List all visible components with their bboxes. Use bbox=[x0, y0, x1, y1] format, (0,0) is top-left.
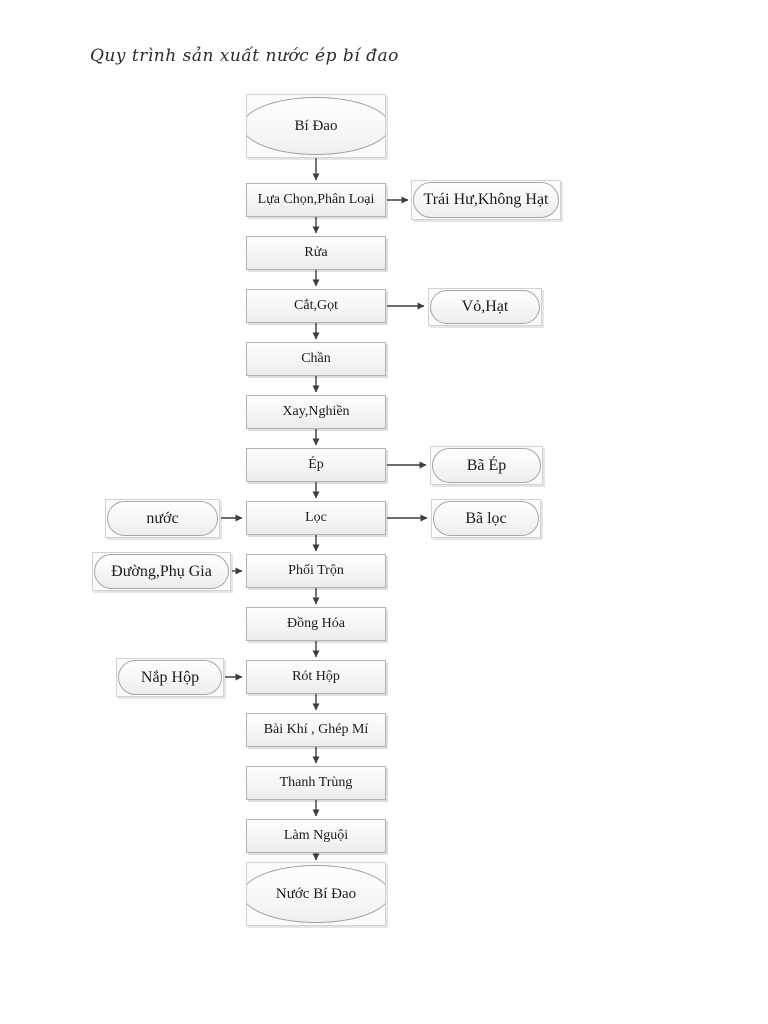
input-nap-hop: Nắp Hộp bbox=[116, 658, 224, 697]
callout-shape: Vỏ,Hạt bbox=[430, 290, 540, 324]
input-nuoc: nước bbox=[105, 499, 220, 538]
step-rot-hop: Rót Hộp bbox=[246, 660, 386, 694]
input-duong-phu-gia: Đường,Phụ Gia bbox=[92, 552, 231, 591]
step-loc: Lọc bbox=[246, 501, 386, 535]
step-bai-khi-ghep-mi: Bài Khí , Ghép Mí bbox=[246, 713, 386, 747]
output-ba-loc: Bã lọc bbox=[431, 499, 541, 538]
callout-shape: nước bbox=[107, 501, 218, 536]
output-trai-hu-khong-hat: Trái Hư,Không Hạt bbox=[411, 180, 561, 220]
start-ellipse: Bí Đao bbox=[247, 97, 385, 155]
end-ellipse: Nước Bí Đao bbox=[247, 865, 385, 923]
step-lam-nguoi: Làm Nguội bbox=[246, 819, 386, 853]
step-chan: Chần bbox=[246, 342, 386, 376]
page-title: Quy trình sản xuất nước ép bí đao bbox=[90, 46, 399, 66]
step-phoi-tron: Phối Trộn bbox=[246, 554, 386, 588]
callout-shape: Trái Hư,Không Hạt bbox=[413, 182, 559, 218]
callout-shape: Bã lọc bbox=[433, 501, 539, 536]
step-thanh-trung: Thanh Trùng bbox=[246, 766, 386, 800]
output-ba-ep: Bã Ép bbox=[430, 446, 543, 485]
step-dong-hoa: Đồng Hóa bbox=[246, 607, 386, 641]
output-vo-hat: Vỏ,Hạt bbox=[428, 288, 542, 326]
step-lua-chon-phan-loai: Lựa Chọn,Phân Loại bbox=[246, 183, 386, 217]
callout-shape: Nắp Hộp bbox=[118, 660, 222, 695]
step-ep: Ép bbox=[246, 448, 386, 482]
step-cat-got: Cắt,Gọt bbox=[246, 289, 386, 323]
step-rua: Rửa bbox=[246, 236, 386, 270]
callout-shape: Đường,Phụ Gia bbox=[94, 554, 229, 589]
node-end-nuoc-bi-dao: Nước Bí Đao bbox=[246, 862, 386, 926]
node-start-bi-dao: Bí Đao bbox=[246, 94, 386, 158]
callout-shape: Bã Ép bbox=[432, 448, 541, 483]
step-xay-nghien: Xay,Nghiền bbox=[246, 395, 386, 429]
